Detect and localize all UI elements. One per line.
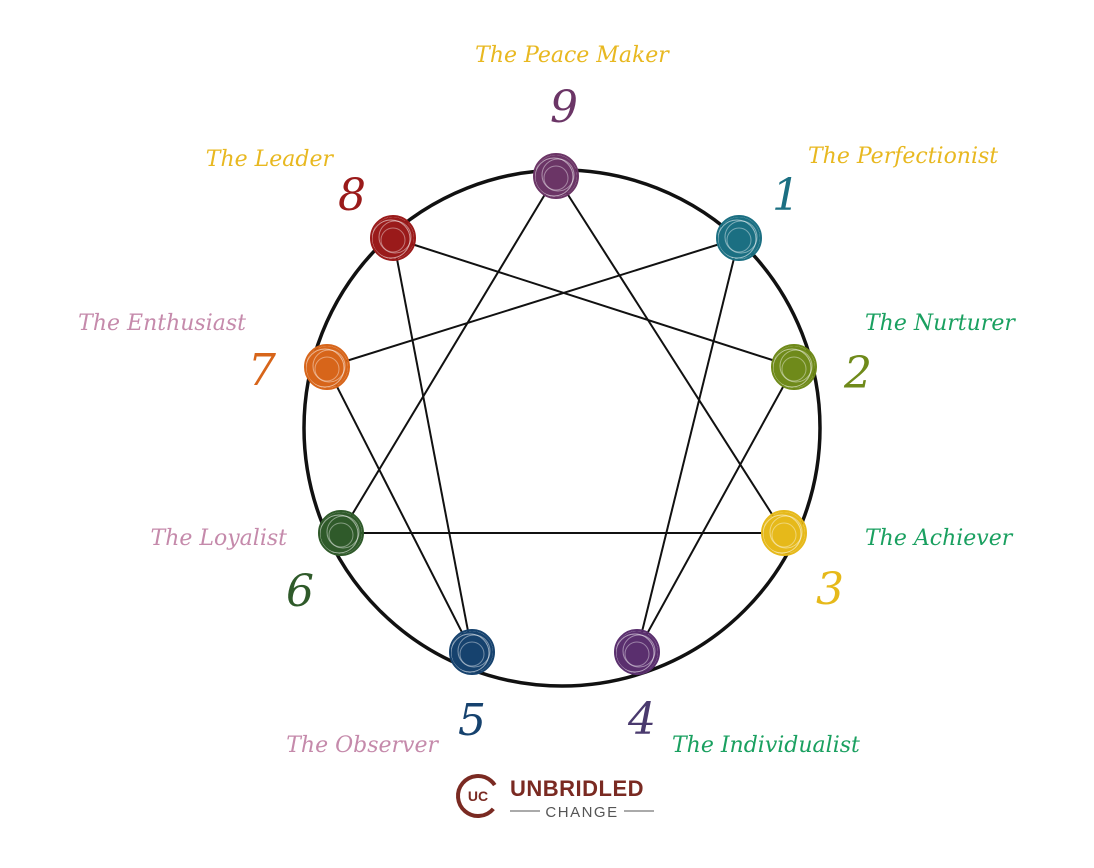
node-3: [761, 510, 807, 556]
type-number-3: 3: [816, 564, 844, 615]
connection-7-1: [326, 237, 740, 368]
type-number-4: 4: [627, 694, 656, 745]
type-numbers: 9 1 2 3 4 5 6 7 8: [248, 82, 872, 746]
connection-lines: [326, 175, 795, 653]
type-label-3: The Achiever: [865, 526, 1014, 551]
type-number-7: 7: [248, 345, 276, 396]
type-label-9: The Peace Maker: [475, 43, 670, 68]
node-2: [771, 344, 817, 390]
unbridled-change-logo: UC UNBRIDLED CHANGE: [456, 774, 654, 821]
type-number-8: 8: [338, 170, 366, 221]
node-6: [318, 510, 364, 556]
type-number-6: 6: [286, 566, 314, 617]
connection-2-8: [392, 237, 795, 368]
type-number-5: 5: [458, 695, 486, 746]
type-label-6: The Loyalist: [151, 526, 288, 551]
type-label-7: The Enthusiast: [78, 311, 246, 336]
connection-9-3: [555, 175, 785, 534]
node-7: [304, 344, 350, 390]
node-9: [533, 153, 579, 199]
connection-4-2: [636, 366, 795, 653]
connection-5-7: [326, 366, 473, 653]
logo-monogram: UC: [468, 788, 488, 804]
node-4: [614, 629, 660, 675]
type-nodes: [304, 153, 817, 675]
logo-sub-text: CHANGE: [545, 804, 618, 821]
uc-monogram-icon: UC: [456, 774, 501, 818]
logo-main-text: UNBRIDLED: [510, 776, 644, 801]
connection-1-4: [636, 237, 740, 653]
connection-8-5: [392, 237, 473, 653]
type-label-5: The Observer: [286, 733, 439, 758]
type-label-2: The Nurturer: [865, 311, 1016, 336]
node-8: [370, 215, 416, 261]
connection-6-9: [340, 175, 557, 534]
type-label-1: The Perfectionist: [808, 144, 998, 169]
type-number-2: 2: [843, 348, 872, 399]
type-number-9: 9: [550, 82, 578, 133]
type-label-4: The Individualist: [672, 733, 860, 758]
type-label-8: The Leader: [206, 147, 335, 172]
type-number-1: 1: [772, 170, 800, 221]
node-1: [716, 215, 762, 261]
node-5: [449, 629, 495, 675]
